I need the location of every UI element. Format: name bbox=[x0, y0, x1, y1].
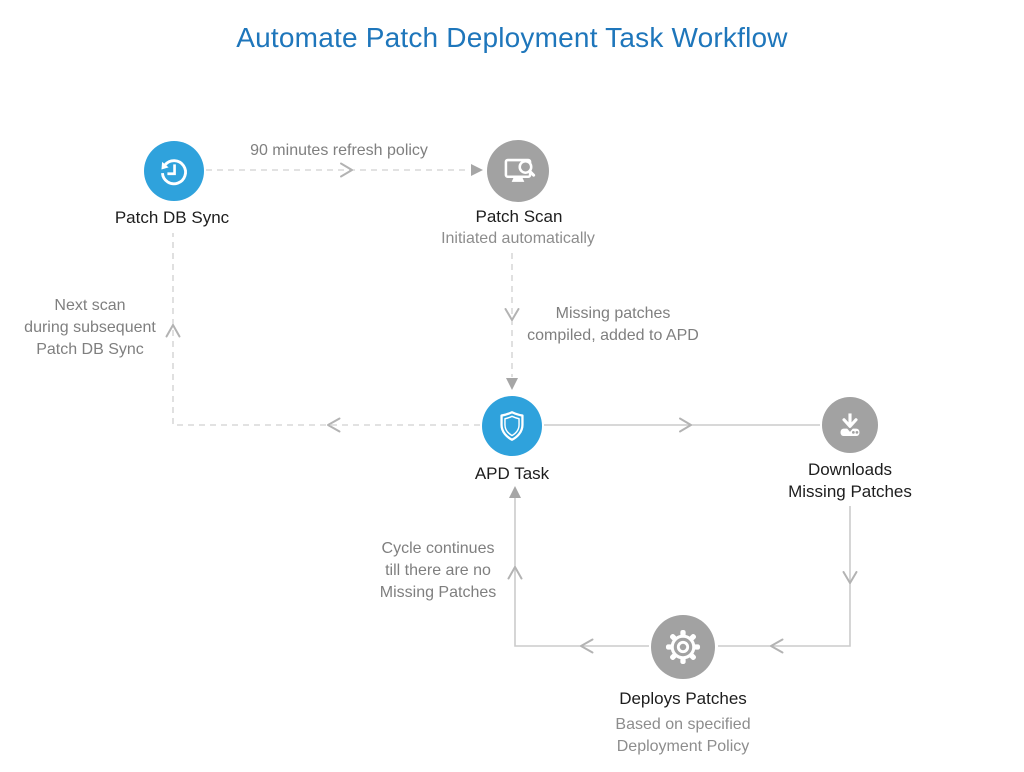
annotation-cycle-continues: Cycle continues till there are no Missin… bbox=[379, 540, 497, 601]
deploys-sublabel-line1: Based on specified bbox=[615, 716, 751, 733]
connector-scan-to-apd bbox=[504, 253, 520, 390]
chevron-up-icon bbox=[165, 324, 181, 338]
download-icon bbox=[840, 413, 860, 437]
arrowhead-up-icon bbox=[509, 486, 521, 498]
chevron-down-icon bbox=[842, 571, 858, 584]
patch-db-sync-node bbox=[144, 141, 204, 201]
connector-downloads-to-deploys bbox=[718, 506, 858, 654]
connector-apd-to-downloads bbox=[544, 417, 820, 433]
page-title: Automate Patch Deployment Task Workflow bbox=[236, 22, 788, 53]
annotation-refresh-policy: 90 minutes refresh policy bbox=[250, 142, 428, 159]
annotation-next-scan: Next scan during subsequent Patch DB Syn… bbox=[24, 297, 156, 358]
gear-icon bbox=[665, 629, 701, 665]
connector-apd-to-dbsync bbox=[165, 233, 480, 433]
chevron-left-icon bbox=[770, 638, 784, 654]
chevron-down-icon bbox=[504, 308, 520, 321]
arrowhead-right-icon bbox=[471, 164, 483, 176]
apd-task-node bbox=[482, 396, 542, 456]
patch-scan-label: Patch Scan bbox=[475, 207, 563, 226]
arrowhead-down-icon bbox=[506, 378, 518, 390]
monitor-search-icon bbox=[504, 158, 536, 182]
deploys-patches-label: Deploys Patches bbox=[619, 689, 747, 708]
apd-task-label: APD Task bbox=[474, 464, 550, 483]
deploys-sublabel-line2: Deployment Policy bbox=[616, 738, 750, 755]
chevron-left-icon bbox=[327, 417, 341, 433]
patch-scan-sublabel: Initiated automatically bbox=[441, 230, 595, 247]
connector-deploys-to-apd bbox=[507, 486, 649, 654]
downloads-node bbox=[822, 397, 878, 453]
deploys-patches-node bbox=[651, 615, 715, 679]
patch-scan-node bbox=[487, 140, 549, 202]
downloads-label: Downloads Missing Patches bbox=[750, 459, 950, 503]
chevron-right-icon bbox=[340, 162, 353, 178]
history-icon bbox=[161, 159, 187, 186]
downloads-label-line1: Downloads bbox=[807, 460, 893, 479]
annotation-missing-patches: Missing patches compiled, added to APD bbox=[527, 305, 699, 344]
chevron-left-icon bbox=[580, 638, 594, 654]
downloads-label-line2: Missing Patches bbox=[788, 482, 912, 501]
connector-dbsync-to-scan bbox=[206, 162, 483, 178]
chevron-right-icon bbox=[679, 417, 692, 433]
patch-db-sync-label: Patch DB Sync bbox=[114, 208, 230, 227]
chevron-up-icon bbox=[507, 566, 523, 580]
deploys-patches-sublabel: Based on specified Deployment Policy bbox=[583, 714, 783, 758]
shield-icon bbox=[500, 411, 524, 441]
